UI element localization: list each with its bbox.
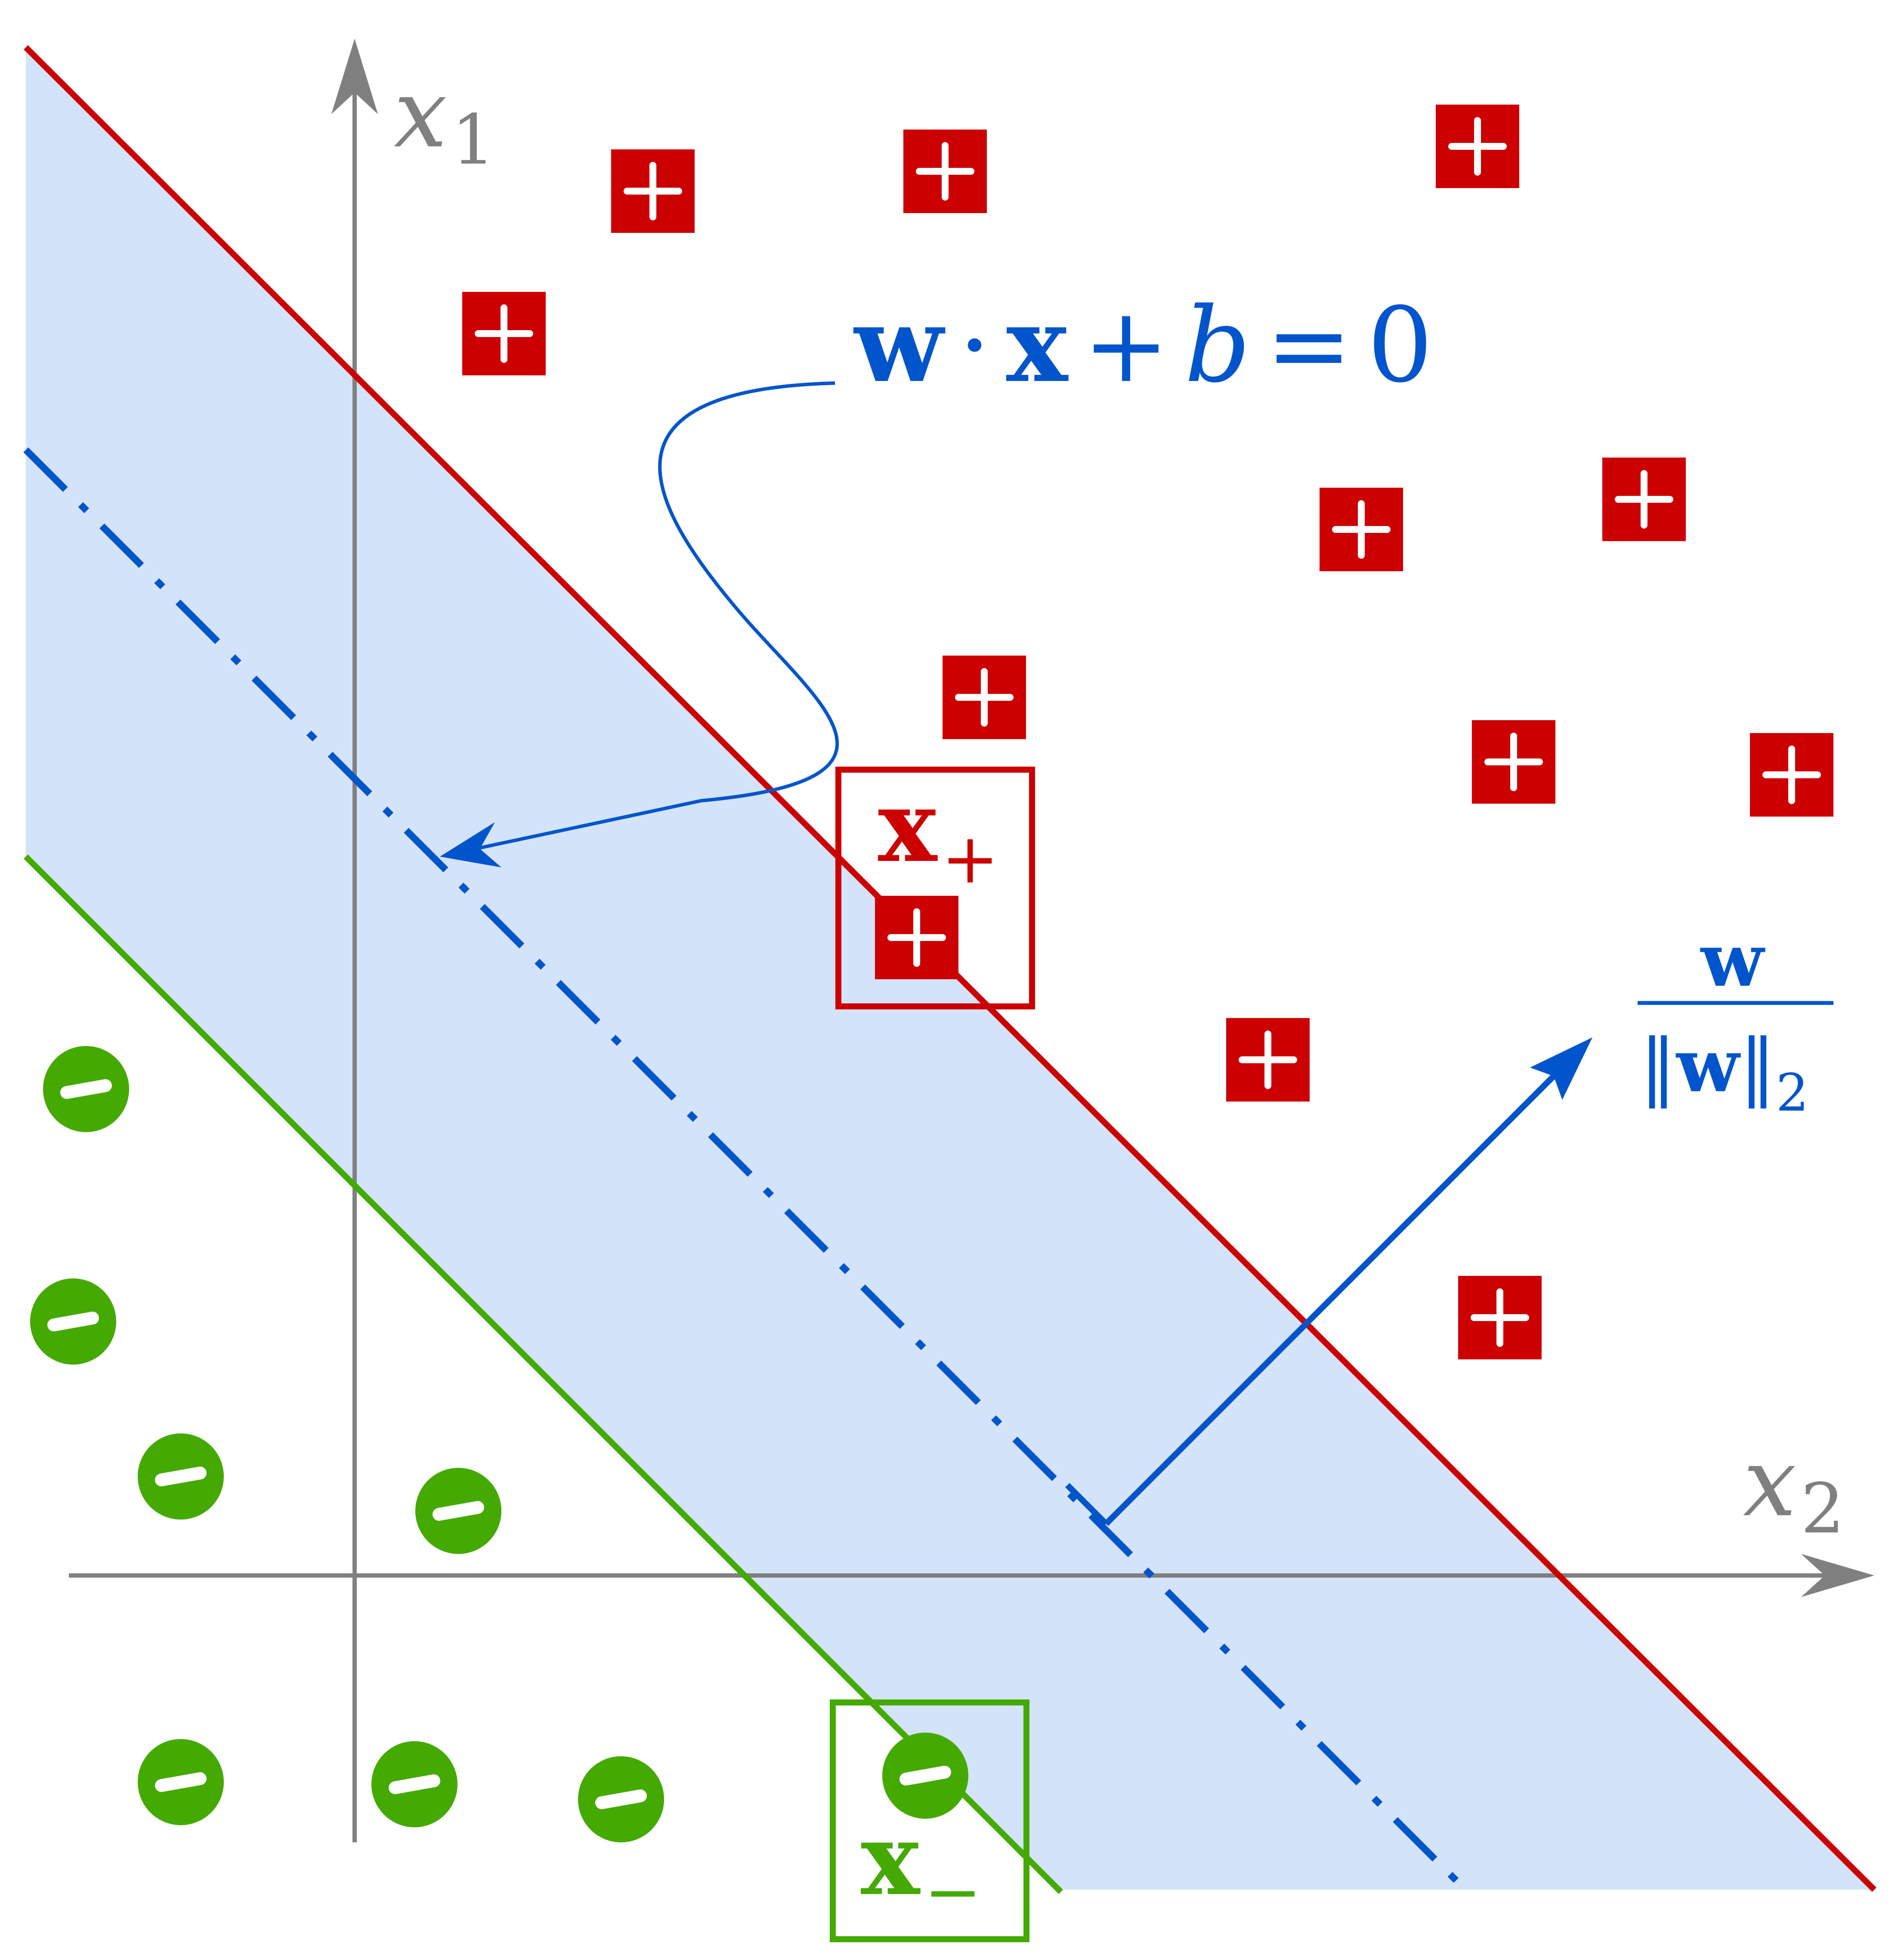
positive-sample [611, 149, 695, 233]
positive-support-vector-label: x+ [878, 768, 999, 899]
positive-sample [1602, 458, 1686, 541]
positive-support-vector-box [835, 767, 1035, 1009]
positive-sample [943, 656, 1026, 739]
x1-axis-label: x1 [394, 59, 495, 180]
normal-label-denominator: ‖w‖2 [1640, 1023, 1809, 1123]
negative-sample [578, 1756, 664, 1842]
negative-support-vector-box [830, 1699, 1029, 1942]
negative-support-vector-label: x− [861, 1801, 982, 1932]
negative-sample [138, 1433, 224, 1520]
positive-sample [1750, 733, 1833, 817]
positive-sample [875, 896, 958, 979]
hyperplane-callout-arrowhead [440, 822, 501, 867]
hyperplane-callout-curve [469, 381, 839, 852]
negative-sample [371, 1741, 457, 1827]
x2-axis-label: x2 [1743, 1427, 1845, 1549]
negative-margin-line [24, 854, 1063, 1894]
positive-sample [1458, 1276, 1542, 1359]
negative-sample [30, 1278, 116, 1365]
positive-sample [1436, 105, 1519, 188]
x1-axis-arrowhead [331, 39, 378, 114]
axes [69, 39, 1874, 1842]
positive-sample [1320, 488, 1403, 571]
negative-sample [138, 1739, 224, 1825]
negative-samples [30, 1046, 968, 1842]
positive-sample [1472, 720, 1555, 804]
negative-sample [43, 1046, 129, 1132]
positive-sample [462, 292, 546, 375]
negative-sample [415, 1468, 501, 1554]
positive-sample [1226, 1018, 1310, 1102]
negative-sample [882, 1733, 968, 1819]
normal-vector-label: w ‖w‖2 [1638, 917, 1833, 1123]
normal-label-numerator: w [1700, 917, 1765, 1003]
hyperplane-equation: w·x+b=0 [853, 284, 1433, 405]
decision-boundary [23, 447, 1470, 1894]
x2-axis-arrowhead [1801, 1554, 1874, 1597]
normal-vector-base [1104, 1068, 1562, 1526]
positive-samples [462, 105, 1833, 1359]
normal-vector-arrowhead [1530, 1037, 1592, 1100]
normal-vector-foot [1065, 1483, 1108, 1526]
positive-sample [903, 130, 987, 213]
